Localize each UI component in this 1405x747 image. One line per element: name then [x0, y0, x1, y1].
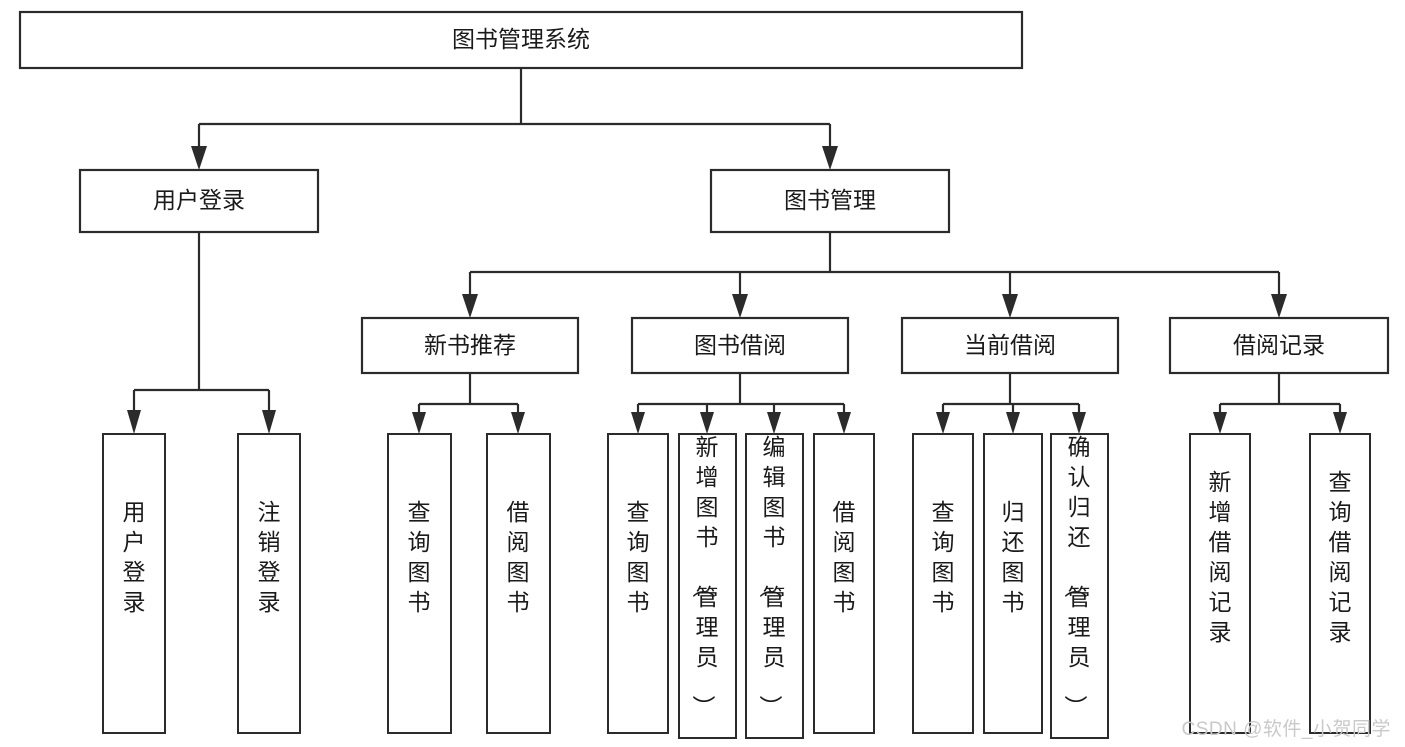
arrow-head-current-borrow — [1002, 294, 1018, 318]
arrow-head-leaf-borrow-book-2 — [837, 412, 851, 434]
leaf-confirm-return-admin-label: 确认归还（管理员） — [1063, 434, 1091, 718]
leaf-edit-book-admin-label: 编辑图书（管理员） — [758, 434, 786, 718]
node-borrow-record-box[interactable] — [1168, 316, 1390, 375]
node-title[interactable]: 图书管理系统 — [18, 10, 1024, 70]
node-book-management-label: 图书管理 — [784, 187, 876, 213]
leaf-query-book-3[interactable]: 查询图书 — [912, 433, 974, 734]
leaf-borrow-book-2-box[interactable] — [813, 433, 875, 734]
leaf-add-book-admin-label: 新增图书（管理员） — [691, 434, 719, 718]
arrow-head-leaf-return-book — [1006, 412, 1020, 434]
connector-layer — [127, 68, 1347, 434]
arrow-head-user-login — [191, 146, 207, 170]
node-borrow-record-label: 借阅记录 — [1233, 332, 1325, 358]
leaf-edit-book-admin[interactable]: 编辑图书（管理员） — [745, 433, 804, 739]
node-borrow-record[interactable]: 借阅记录 — [1168, 316, 1390, 375]
leaf-edit-book-admin-box[interactable] — [745, 433, 804, 739]
leaf-query-book-1-box[interactable] — [387, 433, 452, 734]
node-book-borrow-label: 图书借阅 — [694, 332, 786, 358]
arrow-head-borrow-record — [1271, 294, 1287, 318]
leaf-query-borrow-record-box[interactable] — [1309, 433, 1371, 734]
leaf-return-book-label: 归还图书 — [1002, 499, 1025, 615]
leaf-query-book-2-box[interactable] — [607, 433, 669, 734]
arrow-head-leaf-borrow-book-1 — [511, 412, 525, 434]
leaf-user-login-box[interactable] — [102, 433, 166, 734]
node-book-borrow[interactable]: 图书借阅 — [630, 316, 850, 375]
arrow-head-leaf-edit-book-admin — [767, 412, 781, 434]
leaf-user-logout[interactable]: 注销登录 — [237, 433, 301, 734]
arrow-head-leaf-add-book-admin — [700, 412, 714, 434]
node-user-login-box[interactable] — [78, 168, 320, 234]
node-user-login[interactable]: 用户登录 — [78, 168, 320, 234]
arrow-head-leaf-add-borrow-record — [1213, 412, 1227, 434]
node-current-borrow-box[interactable] — [900, 316, 1120, 375]
leaf-query-borrow-record[interactable]: 查询借阅记录 — [1309, 433, 1371, 734]
leaf-confirm-return-admin[interactable]: 确认归还（管理员） — [1050, 433, 1109, 739]
node-new-book-recommend[interactable]: 新书推荐 — [360, 316, 580, 375]
arrow-head-book-borrow — [732, 294, 748, 318]
arrow-head-leaf-query-book-2 — [631, 412, 645, 434]
leaf-user-logout-box[interactable] — [237, 433, 301, 734]
leaf-query-borrow-record-label: 查询借阅记录 — [1329, 469, 1352, 645]
arrow-head-leaf-query-book-3 — [936, 412, 950, 434]
arrow-head-book-management — [822, 146, 838, 170]
arrow-head-new-book-recommend — [462, 294, 478, 318]
leaf-return-book-box[interactable] — [983, 433, 1043, 734]
node-user-login-label: 用户登录 — [153, 187, 245, 213]
node-title-box[interactable] — [18, 10, 1024, 70]
leaf-add-book-admin-box[interactable] — [678, 433, 737, 739]
leaf-query-book-1-label: 查询图书 — [408, 499, 431, 615]
leaf-user-login-label: 用户登录 — [123, 499, 146, 615]
node-book-borrow-box[interactable] — [630, 316, 850, 375]
leaf-add-borrow-record-box[interactable] — [1189, 433, 1251, 734]
leaf-query-book-2[interactable]: 查询图书 — [607, 433, 669, 734]
leaf-borrow-book-2-label: 借阅图书 — [833, 499, 856, 615]
leaf-return-book[interactable]: 归还图书 — [983, 433, 1043, 734]
leaf-query-book-1[interactable]: 查询图书 — [387, 433, 452, 734]
leaf-query-book-2-label: 查询图书 — [627, 499, 650, 615]
leaf-user-logout-label: 注销登录 — [258, 499, 281, 615]
leaf-add-borrow-record[interactable]: 新增借阅记录 — [1189, 433, 1251, 734]
arrow-head-leaf-confirm-return-admin — [1072, 412, 1086, 434]
leaf-add-book-admin[interactable]: 新增图书（管理员） — [678, 433, 737, 739]
node-current-borrow-label: 当前借阅 — [964, 332, 1056, 358]
arrow-head-leaf-user-logout — [262, 410, 276, 434]
leaf-borrow-book-1[interactable]: 借阅图书 — [486, 433, 551, 734]
node-title-label: 图书管理系统 — [452, 26, 590, 52]
node-new-book-recommend-label: 新书推荐 — [424, 332, 516, 358]
node-current-borrow[interactable]: 当前借阅 — [900, 316, 1120, 375]
arrow-head-leaf-query-borrow-record — [1333, 412, 1347, 434]
leaf-confirm-return-admin-box[interactable] — [1050, 433, 1109, 739]
leaf-add-borrow-record-label: 新增借阅记录 — [1209, 469, 1232, 645]
leaf-borrow-book-1-box[interactable] — [486, 433, 551, 734]
leaf-borrow-book-1-label: 借阅图书 — [507, 499, 530, 615]
leaf-query-book-3-label: 查询图书 — [932, 499, 955, 615]
arrow-head-leaf-user-login — [127, 410, 141, 434]
node-book-management[interactable]: 图书管理 — [709, 168, 951, 234]
node-book-management-box[interactable] — [709, 168, 951, 234]
leaf-borrow-book-2[interactable]: 借阅图书 — [813, 433, 875, 734]
arrow-head-leaf-query-book-1 — [412, 412, 426, 434]
node-new-book-recommend-box[interactable] — [360, 316, 580, 375]
leaf-user-login[interactable]: 用户登录 — [102, 433, 166, 734]
leaf-query-book-3-box[interactable] — [912, 433, 974, 734]
